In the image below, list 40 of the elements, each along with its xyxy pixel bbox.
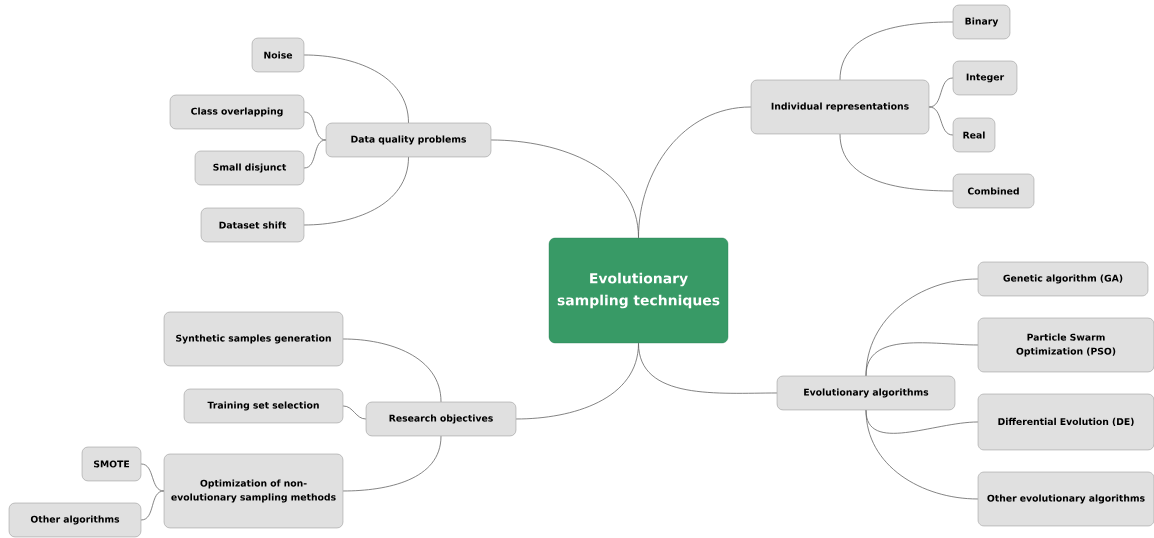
topic-box: Noise	[251, 37, 305, 73]
connector	[140, 490, 165, 521]
connector	[839, 21, 954, 81]
topic-box: Particle Swarm Optimization (PSO)	[977, 317, 1154, 373]
topic-box: Integer	[952, 60, 1018, 96]
connector	[638, 106, 752, 239]
connector	[303, 139, 327, 169]
connector	[342, 435, 442, 492]
central-topic-box: Evolutionary sampling techniques	[548, 237, 729, 344]
connector	[303, 54, 409, 124]
connector	[638, 342, 778, 394]
topic-box: Other evolutionary algorithms	[977, 471, 1154, 527]
connector	[865, 409, 979, 500]
topic-box: Optimization of non-evolutionary sampling methods	[163, 453, 344, 529]
connector	[839, 133, 954, 192]
topic-box: Synthetic samples generation	[163, 311, 344, 367]
topic-box: SMOTE	[81, 446, 142, 482]
topic-box: Differential Evolution (DE)	[977, 393, 1154, 451]
topic-box: Genetic algorithm (GA)	[977, 261, 1149, 297]
topic-box: Individual representations	[750, 79, 930, 135]
connector	[928, 106, 954, 136]
topic-box: Class overlapping	[169, 94, 305, 130]
topic-box: Real	[952, 117, 996, 153]
connector	[865, 278, 979, 377]
topic-box: Combined	[952, 173, 1035, 209]
connector	[928, 77, 954, 108]
connector	[342, 338, 442, 403]
topic-box: Data quality problems	[325, 122, 492, 158]
topic-box: Binary	[952, 4, 1011, 40]
connector	[865, 342, 979, 377]
connector	[303, 156, 409, 226]
topic-box: Training set selection	[183, 388, 344, 424]
topic-box: Small disjunct	[194, 150, 305, 186]
topic-box: Evolutionary algorithms	[776, 375, 956, 411]
connector	[342, 405, 367, 420]
topic-box: Research objectives	[365, 401, 517, 437]
topic-box: Dataset shift	[200, 207, 305, 243]
topic-box: Other algorithms	[8, 502, 142, 538]
connector	[140, 463, 165, 492]
connector	[303, 111, 327, 141]
